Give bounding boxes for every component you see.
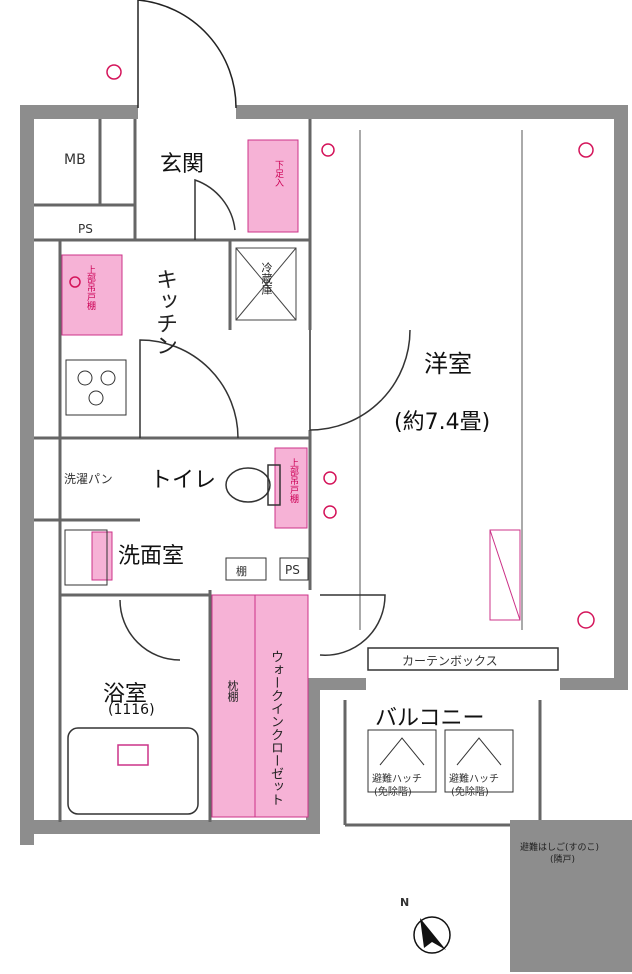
washroom-label: 洗面室 <box>118 544 185 569</box>
bathroom-size: (1116) <box>108 702 155 718</box>
partition-note: 避難はしご(すのこ) <box>520 843 600 853</box>
evac-hatch-1-sub: (免除階) <box>374 787 412 798</box>
closet-mark <box>489 529 521 621</box>
front-door <box>137 0 237 109</box>
exterior-walls <box>20 105 628 845</box>
evac-hatch-boxes <box>367 729 514 793</box>
bathroom-label: 浴室 <box>103 682 148 707</box>
interior-doors <box>119 178 411 661</box>
washing-pan-label: 洗濯パン <box>64 472 113 486</box>
fridge-box <box>235 247 297 321</box>
balcony-label: バルコニー <box>375 706 485 731</box>
curtain-box <box>367 647 559 671</box>
entrance-label: 玄関 <box>160 152 205 177</box>
stove <box>65 359 127 416</box>
curtain-box-label: カーテンボックス <box>402 654 498 668</box>
evac-hatch-2-label: 避難ハッチ <box>449 774 499 785</box>
toilet-upper-cabinet: 上部吊戸棚 <box>288 458 298 503</box>
partition-note-sub: (隣戸) <box>550 855 576 865</box>
storage-fills <box>61 139 309 818</box>
evac-hatch-1-label: 避難ハッチ <box>372 774 422 785</box>
ps-boxes <box>225 557 309 581</box>
bathtub <box>67 727 199 815</box>
fridge-label: 冷蔵庫 <box>260 262 273 295</box>
compass-label: N <box>400 896 410 909</box>
evac-hatch-2-sub: (免除階) <box>451 787 489 798</box>
kitchen-label: キッチン <box>152 268 177 356</box>
western-room-lines <box>359 130 523 630</box>
electrical-symbols <box>69 64 595 629</box>
north-arrow-icon <box>413 916 451 954</box>
western-room-size: (約7.4畳) <box>394 410 491 435</box>
closet-mark-diag <box>489 529 521 621</box>
walk-in-closet-label: ウォークインクローゼット <box>268 650 283 806</box>
ps-mid-label: PS <box>285 563 300 577</box>
pillow-shelf-label: 枕棚 <box>226 680 239 702</box>
ps-top-label: PS <box>78 222 93 236</box>
western-room-label: 洋室 <box>424 350 472 378</box>
toilet-label: トイレ <box>150 468 217 493</box>
mb-label: MB <box>64 152 86 168</box>
toilet-bowl <box>225 464 281 506</box>
balcony-rails <box>343 700 542 827</box>
wash-basin <box>64 529 108 586</box>
partition-panel <box>510 820 632 972</box>
interior-walls <box>34 119 312 822</box>
shoe-box-label: 下足入 <box>273 160 283 187</box>
kitchen-upper-cabinet: 上部吊戸棚 <box>85 265 95 310</box>
shelf-label: 棚 <box>236 565 247 578</box>
